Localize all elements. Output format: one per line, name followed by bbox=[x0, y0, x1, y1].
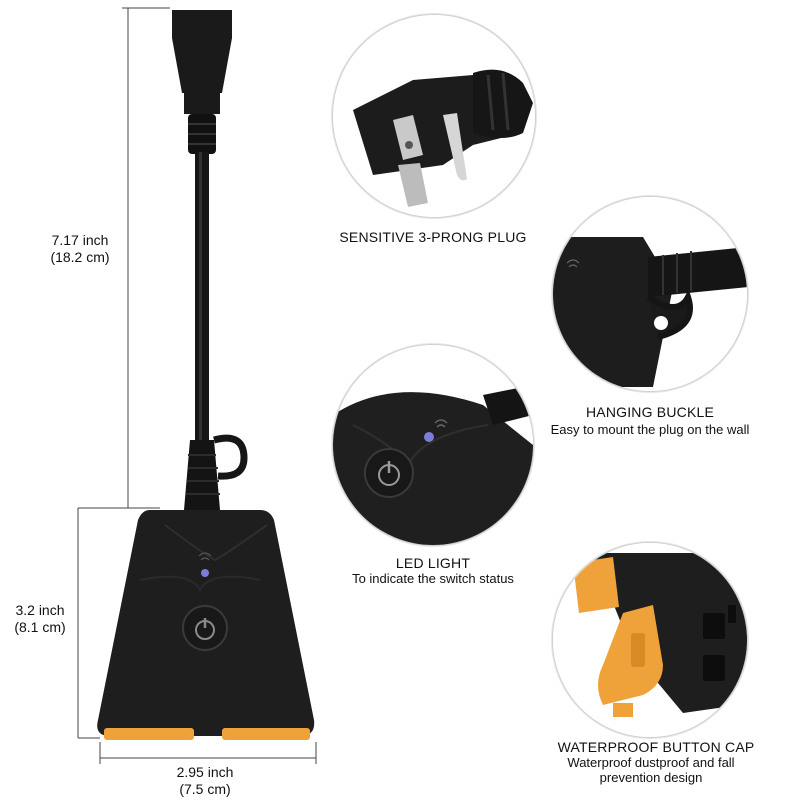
feature-led-title: LED LIGHT bbox=[395, 555, 471, 571]
body-height-cm: (8.1 cm) bbox=[14, 619, 66, 635]
body-width-cm: (7.5 cm) bbox=[179, 781, 231, 797]
feature-led-description: To indicate the switch status bbox=[352, 571, 514, 586]
cord-length-inch: 7.17 inch bbox=[51, 232, 109, 248]
smart-plug-product bbox=[97, 10, 315, 740]
body-height-label: 3.2 inch (8.1 cm) bbox=[0, 602, 80, 636]
feature-plug-title: SENSITIVE 3-PRONG PLUG bbox=[339, 229, 527, 245]
feature-cap-title: WATERPROOF BUTTON CAP bbox=[557, 739, 755, 755]
feature-buckle-image bbox=[552, 196, 748, 392]
feature-buckle-description: Easy to mount the plug on the wall bbox=[550, 422, 750, 437]
feature-led-image bbox=[332, 344, 534, 546]
feature-cap-image bbox=[552, 542, 748, 738]
cord-length-cm: (18.2 cm) bbox=[50, 249, 110, 265]
feature-plug-image bbox=[332, 14, 536, 218]
body-width-inch: 2.95 inch bbox=[176, 764, 234, 780]
cord-length-label: 7.17 inch (18.2 cm) bbox=[30, 232, 130, 266]
body-height-inch: 3.2 inch bbox=[15, 602, 65, 618]
body-width-label: 2.95 inch (7.5 cm) bbox=[150, 764, 260, 798]
feature-buckle-title: HANGING BUCKLE bbox=[585, 404, 715, 420]
feature-cap-description: Waterproof dustproof and fall prevention… bbox=[567, 755, 735, 785]
